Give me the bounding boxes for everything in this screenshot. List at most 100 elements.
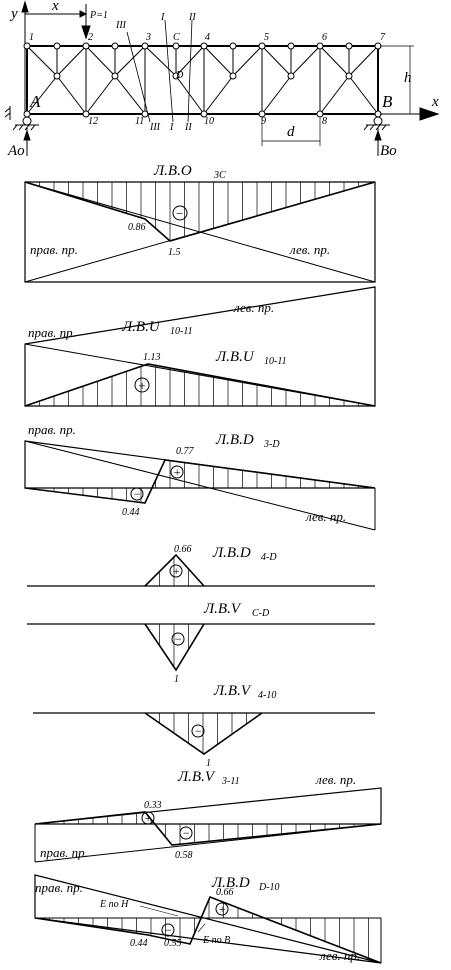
section-label-top: III: [115, 20, 127, 31]
joint: [345, 42, 353, 50]
member: [56, 75, 87, 115]
il-d3d: [24, 440, 376, 531]
sign-circle: [141, 811, 155, 825]
reaction-b-arrow: [374, 129, 382, 141]
il-u1011-sign: +: [138, 378, 147, 393]
il-vcd: [27, 623, 375, 672]
truss-labels: y x P=1 1 2 3 C 4 5 6 7 D 12 11 10 9 8 I…: [7, 0, 439, 159]
member: [114, 75, 146, 115]
il-d4d-value: 0.66: [174, 544, 192, 555]
il-u1011-right-branch-label: прав. пр.: [28, 325, 76, 340]
section-label-bottom: II: [184, 122, 192, 133]
il-dd10-title: Л.В.D: [211, 875, 250, 891]
member: [85, 75, 116, 115]
node-label: 1: [29, 32, 34, 43]
section-line-iii: [126, 31, 151, 123]
leader-h: [139, 905, 179, 917]
il-u1011b-title: Л.В.U: [215, 349, 255, 365]
node-label: 4: [205, 32, 210, 43]
section-line-i: [164, 19, 174, 123]
member: [348, 45, 379, 77]
il-dd10-sign-pos: +: [218, 902, 226, 916]
truss-scheme: [4, 0, 440, 156]
il-dd10-value-neg-2: 0.55: [164, 938, 182, 949]
sign-circle: [191, 724, 205, 738]
il-dd10-subscript: D-10: [258, 882, 280, 893]
member: [319, 75, 350, 115]
member: [261, 75, 292, 115]
il-dd10-right-branch-label: прав. пр.: [35, 880, 83, 895]
il-d3d-hatch: [53, 460, 359, 503]
member: [319, 45, 350, 77]
il-d3d-left-branch: [24, 440, 376, 531]
il-u1011: [24, 286, 376, 407]
joint: [82, 42, 90, 50]
il-d3d-value-neg: 0.44: [122, 507, 140, 518]
il-dd10-note-h: Е по Н: [99, 899, 129, 910]
support-b: [363, 116, 390, 156]
il-v311-value-pos: 0.33: [144, 800, 162, 811]
sign-circle: [179, 826, 193, 840]
x-dimension-arrow: [79, 10, 88, 18]
il-vcd-subscript: C-D: [252, 608, 270, 619]
joint: [229, 42, 237, 50]
sign-circle: [172, 205, 188, 221]
axis-x-top-label: x: [51, 0, 59, 14]
il-o3c-title: Л.В.O: [153, 163, 192, 179]
joint: [172, 72, 180, 80]
il-dd10-value-pos: 0.66: [216, 887, 234, 898]
il-d3d-diagram: [24, 459, 376, 504]
joint: [53, 42, 61, 50]
il-v410-diagram: [144, 712, 263, 755]
node-label: 3: [145, 32, 151, 43]
il-o3c-subscript: 3C: [213, 170, 226, 181]
node-label: 6: [322, 32, 327, 43]
panel-label: d: [287, 124, 295, 140]
section-label-top: I: [160, 12, 165, 23]
support-hinge: [373, 116, 383, 126]
il-d4d-title: Л.В.D: [212, 545, 251, 561]
il-v311: [34, 787, 382, 863]
section-label-bottom: III: [149, 122, 161, 133]
support-hatch: [4, 107, 11, 113]
member: [26, 45, 58, 77]
il-v311-right-branch-label: прав. пр.: [40, 845, 88, 860]
il-d3d-left-branch-label: лев. пр.: [305, 509, 346, 524]
il-v311-subscript: 3-11: [221, 776, 240, 787]
il-v311-hatch: [63, 812, 355, 845]
il-o3c-left-branch-label: лев. пр.: [289, 242, 330, 257]
node-label: 8: [322, 116, 327, 127]
joint: [141, 42, 149, 50]
joint: [345, 72, 353, 80]
joint: [111, 72, 119, 80]
il-d4d-hatch: [159, 557, 189, 586]
node-label: 12: [88, 116, 98, 127]
il-d3d-sign-pos: +: [173, 465, 181, 479]
member: [232, 45, 263, 77]
il-d4d-diagram: [144, 553, 205, 587]
joint: [23, 42, 31, 50]
member: [203, 45, 234, 77]
load-arrow-head: [81, 25, 91, 40]
il-dd10-left-branch-label: лев. пр.: [319, 948, 360, 963]
sign-circle: [171, 632, 185, 646]
reaction-b-label: Bo: [380, 143, 397, 159]
reaction-a-arrow: [23, 129, 31, 141]
il-vcd-value: 1: [174, 674, 179, 685]
il-v410-sign: −: [194, 724, 202, 738]
joint: [316, 110, 324, 118]
il-vcd-sign: −: [174, 632, 182, 646]
support-hatch: [369, 124, 375, 131]
reaction-a-label: Ao: [7, 143, 25, 159]
il-v311-left-branch-label: лев. пр.: [315, 772, 356, 787]
il-d4d: [27, 553, 375, 587]
joint: [258, 110, 266, 118]
il-vcd-diagram: [144, 623, 205, 672]
il-u1011-left-branch-label: лев. пр.: [233, 300, 274, 315]
il-d3d-right-branch-label: прав. пр.: [28, 422, 76, 437]
il-dd10-note-b: Е по В: [202, 935, 230, 946]
node-d-label: D: [175, 70, 184, 81]
sign-circle: [130, 487, 144, 501]
support-hinge: [22, 116, 32, 126]
